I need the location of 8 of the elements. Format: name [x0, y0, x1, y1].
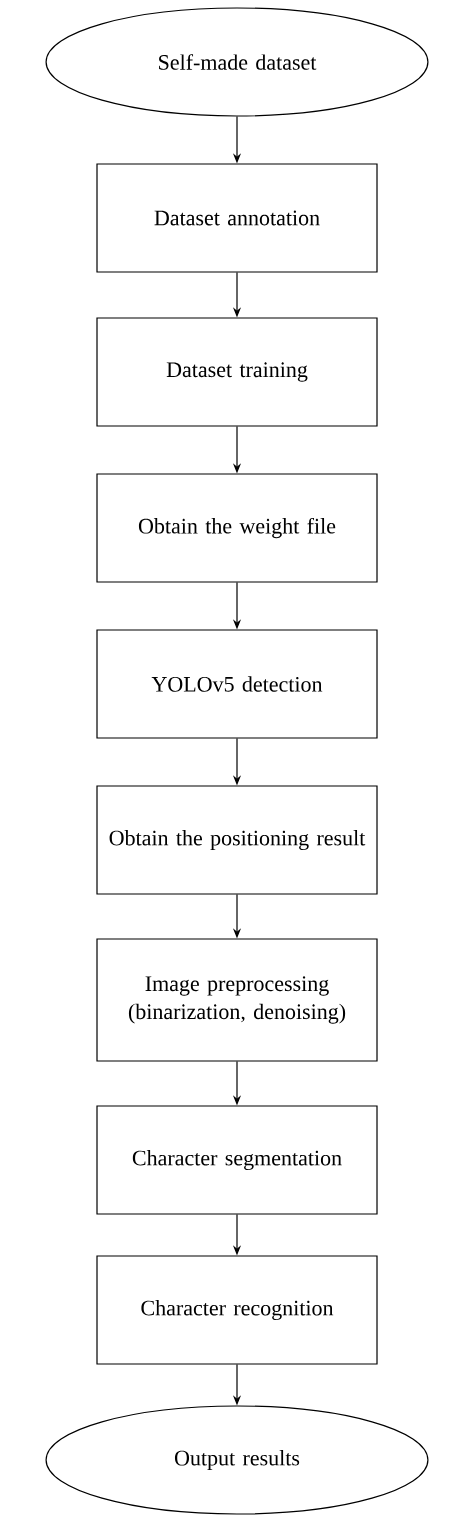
process-box: Image preprocessing (binarization, denoising) [96, 938, 378, 1062]
process-box: Obtain the weight file [96, 473, 378, 583]
process-box: Character segmentation [96, 1105, 378, 1215]
process-box: Character recognition [96, 1255, 378, 1365]
process-box: Dataset training [96, 317, 378, 427]
process-box: YOLOv5 detection [96, 629, 378, 739]
process-box: Dataset annotation [96, 163, 378, 273]
process-box: Obtain the positioning result [96, 785, 378, 895]
